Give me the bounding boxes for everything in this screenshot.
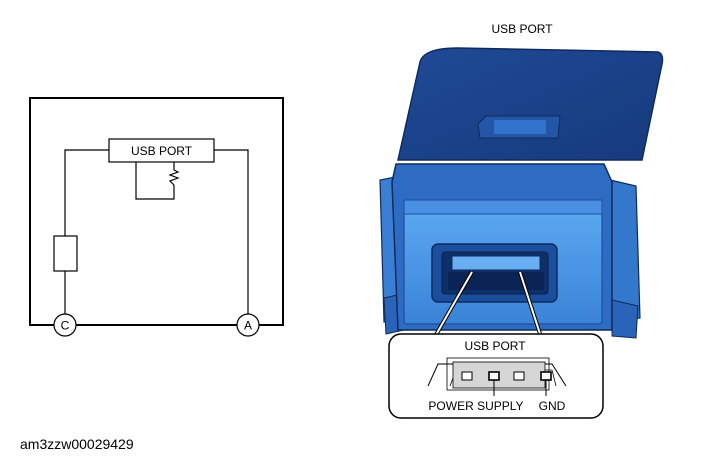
connector-pinout-drawing	[427, 357, 567, 396]
circuit-wire-right	[214, 149, 249, 314]
right-flap-lower	[611, 299, 639, 339]
figure-id: am3zzw00029429	[20, 436, 134, 452]
circuit-wire-left	[64, 149, 109, 236]
resistor-symbol	[168, 169, 180, 186]
pin-gnd	[540, 371, 552, 381]
usb-port-title: USB PORT	[491, 22, 553, 36]
pin-power-supply-label: POWER SUPPLY	[428, 399, 523, 413]
terminal-a-label: A	[244, 319, 252, 333]
callout-title: USB PORT	[464, 339, 526, 353]
usb-port-illustration: USB PORT USB PORT	[379, 22, 664, 419]
front-bezel-top-ridge	[403, 199, 603, 215]
usb-port-component-label: USB PORT	[131, 144, 193, 158]
housing-clip-inner	[494, 120, 546, 134]
pin-gnd-label: GND	[539, 399, 566, 413]
terminal-c	[53, 313, 77, 337]
schematic-frame	[29, 97, 284, 326]
housing-back	[397, 47, 664, 161]
pin-1	[461, 371, 473, 381]
pin-power-supply	[488, 371, 500, 381]
usb-socket-tongue	[451, 255, 541, 271]
inline-component	[53, 235, 78, 272]
callout-pointer-inner	[432, 271, 543, 341]
pin-3	[513, 371, 525, 381]
wiring-schematic: USB PORT C A	[29, 97, 284, 337]
resistor-loop	[135, 162, 175, 200]
terminal-a	[236, 313, 260, 337]
usb-port-component-box	[108, 138, 215, 163]
terminal-c-label: C	[61, 319, 70, 333]
